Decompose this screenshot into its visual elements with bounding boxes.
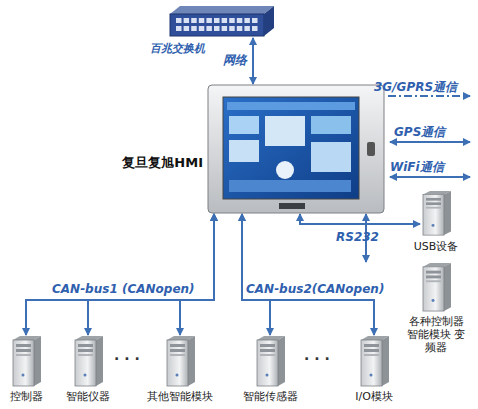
node-label: 智能传感器 bbox=[230, 390, 310, 403]
field-device: 各种控制器 智能模块 变频器 bbox=[420, 262, 452, 312]
can-device: 其他智能模块 bbox=[164, 335, 196, 387]
channel-label: WiFi通信 bbox=[390, 160, 444, 174]
channel-label: CAN-bus1 (CANopen) bbox=[52, 282, 195, 296]
can-device: 智能仪器 bbox=[72, 335, 104, 387]
node-label: I/O模块 bbox=[334, 390, 414, 403]
usb-device: USB设备 bbox=[420, 190, 452, 236]
wireless-arrows bbox=[388, 96, 470, 177]
gps-arrow bbox=[390, 141, 470, 143]
can-device: 控制器 bbox=[10, 335, 42, 387]
connector-arrow bbox=[242, 214, 270, 335]
server-icon bbox=[358, 335, 390, 387]
server-icon bbox=[164, 335, 196, 387]
connector-arrow bbox=[26, 214, 214, 335]
hmi-panel bbox=[207, 84, 385, 214]
node-label: 控制器 bbox=[0, 390, 66, 403]
switch-icon bbox=[168, 4, 276, 38]
ellipsis-mark: · · · bbox=[304, 352, 330, 366]
channel-label: CAN-bus2(CANopen) bbox=[246, 282, 384, 296]
server-icon bbox=[254, 335, 286, 387]
network-switch: 百兆交换机 bbox=[168, 4, 276, 38]
connector-arrow bbox=[300, 214, 420, 224]
connector-arrow bbox=[180, 214, 214, 335]
node-label: 百兆交换机 bbox=[142, 42, 212, 55]
channel-label: 3G/GPRS通信 bbox=[374, 80, 457, 94]
ellipsis-mark: · · · bbox=[114, 352, 140, 366]
server-icon bbox=[10, 335, 42, 387]
node-label: USB设备 bbox=[400, 240, 472, 253]
node-label: 其他智能模块 bbox=[140, 390, 220, 403]
node-label: 智能仪器 bbox=[48, 390, 128, 403]
edge-label: 网络 bbox=[223, 53, 247, 67]
connector-arrow bbox=[88, 214, 214, 335]
server-icon bbox=[420, 190, 452, 236]
node-label: 复旦复旭HMI bbox=[117, 156, 203, 169]
node-label: 各种控制器 智能模块 变频器 bbox=[406, 315, 466, 354]
hmi-terminal: 复旦复旭HMI bbox=[207, 84, 385, 214]
can-device: I/O模块 bbox=[358, 335, 390, 387]
channel-label: GPS通信 bbox=[394, 125, 445, 139]
edge-label: RS232 bbox=[336, 230, 379, 244]
connector-arrow bbox=[252, 38, 254, 84]
server-icon bbox=[72, 335, 104, 387]
wifi-arrow bbox=[390, 176, 470, 178]
gprs-arrow bbox=[388, 95, 470, 97]
server-icon bbox=[420, 262, 452, 312]
can-device: 智能传感器 bbox=[254, 335, 286, 387]
